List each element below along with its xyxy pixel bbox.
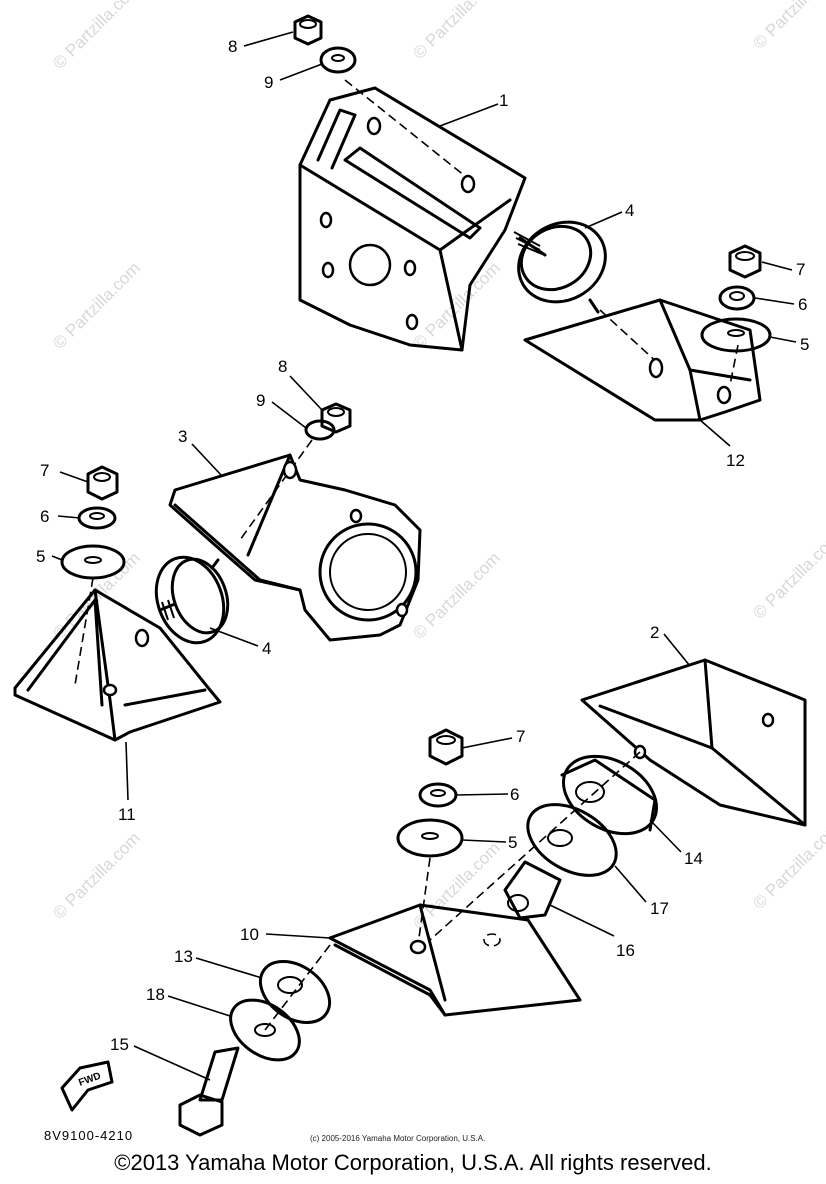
washer-5-low: [396, 818, 464, 858]
watermark: © Partzilla.com: [49, 0, 143, 73]
callout-4b: 4: [262, 639, 271, 658]
washer-9-mid: [304, 419, 336, 441]
engine-mount-4-top: [513, 220, 607, 314]
callout-6: 6: [798, 295, 807, 314]
collar-16: [503, 860, 562, 920]
washer-9-top: [319, 46, 357, 74]
callout-13: 13: [174, 947, 193, 966]
watermark: © Partzilla.com: [409, 548, 503, 642]
callout-10: 10: [240, 925, 259, 944]
watermark: © Partzilla.com: [49, 258, 143, 352]
washer-5-mid: [60, 544, 126, 580]
callout-11: 11: [118, 805, 136, 824]
callout-8: 8: [228, 37, 237, 56]
bracket-11: [13, 588, 222, 742]
callout-9b: 9: [256, 391, 265, 410]
callout-6c: 6: [510, 785, 519, 804]
bracket-3: [168, 453, 422, 642]
callout-5c: 5: [508, 833, 517, 852]
watermarks: © Partzilla.com © Partzilla.com © Partzi…: [49, 0, 826, 933]
callout-14: 14: [684, 849, 703, 868]
small-copyright: (c) 2005-2016 Yamaha Motor Corporation, …: [310, 1134, 485, 1143]
leader-lines: [51, 31, 797, 1081]
callout-12: 12: [726, 451, 745, 470]
callout-8b: 8: [278, 357, 287, 376]
callout-4: 4: [625, 201, 634, 220]
rubber-damper-14: [560, 754, 659, 836]
washer-6-top: [718, 285, 756, 311]
callouts: 8 9 1 4 7 6 5 12 8 9 3 7 6 5 4 11 2 7 6 …: [36, 37, 809, 1054]
nut-8-mid: [320, 402, 352, 434]
callout-5: 5: [800, 335, 809, 354]
washer-18: [229, 998, 301, 1062]
washer-6-mid: [77, 506, 117, 530]
callout-18: 18: [146, 985, 165, 1004]
bolt-15: [178, 1046, 240, 1137]
callout-15: 15: [110, 1035, 129, 1054]
bracket-2: [580, 658, 807, 827]
callout-6b: 6: [40, 507, 49, 526]
callout-17: 17: [650, 899, 669, 918]
callout-1: 1: [499, 91, 508, 110]
bracket-1: [298, 86, 527, 352]
watermark: © Partzilla.com: [749, 528, 826, 622]
watermark: © Partzilla.com: [749, 0, 826, 53]
nut-7-low: [428, 728, 464, 766]
watermark: © Partzilla.com: [409, 0, 503, 63]
nut-7-top: [728, 244, 762, 279]
diagram-code: 8V9100-4210: [44, 1128, 133, 1143]
callout-2: 2: [650, 623, 659, 642]
engine-mount-4-mid: [154, 555, 230, 645]
watermark: © Partzilla.com: [409, 258, 503, 352]
callout-7: 7: [796, 260, 805, 279]
washer-6-low: [418, 782, 458, 808]
watermark: © Partzilla.com: [749, 818, 826, 912]
fwd-arrow-icon: FWD: [60, 1060, 114, 1112]
plate-12: [523, 298, 762, 422]
watermark: © Partzilla.com: [49, 828, 143, 922]
callout-3: 3: [178, 427, 187, 446]
washer-17: [526, 803, 618, 877]
bracket-10: [328, 903, 582, 1017]
copyright-footer: ©2013 Yamaha Motor Corporation, U.S.A. A…: [114, 1150, 712, 1175]
callout-5b: 5: [36, 547, 45, 566]
callout-16: 16: [616, 941, 635, 960]
nut-7-mid: [86, 465, 119, 501]
nut-8-top: [293, 14, 323, 46]
callout-7b: 7: [40, 461, 49, 480]
callout-7c: 7: [516, 727, 525, 746]
callout-9: 9: [264, 73, 273, 92]
